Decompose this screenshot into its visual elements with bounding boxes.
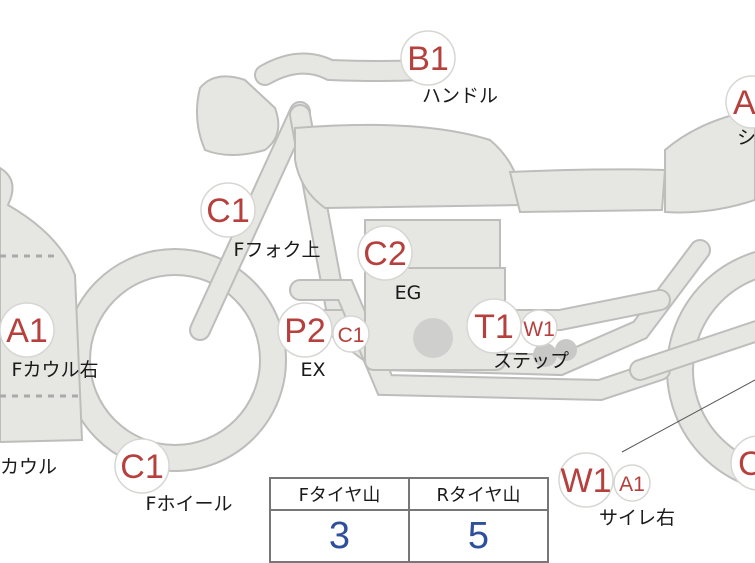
svg-text:C: C <box>738 445 755 483</box>
rear-tire-value: 5 <box>408 509 549 563</box>
svg-text:Fホイール: Fホイール <box>146 493 233 515</box>
marker-exhaust: P2 C1 EX <box>277 302 370 381</box>
svg-text:C2: C2 <box>363 235 406 273</box>
step-peg <box>533 343 557 367</box>
marker-silencer-right: W1 A1 サイレ右 <box>558 452 675 529</box>
svg-text:ハンドル: ハンドル <box>422 85 498 107</box>
marker-cowl-left: カウル <box>0 456 57 478</box>
marker-seat: A シ <box>725 75 755 149</box>
svg-text:P2: P2 <box>284 312 326 350</box>
tire-tread-table: Fタイヤ山 Rタイヤ山 3 5 <box>269 477 549 563</box>
svg-text:A1: A1 <box>619 473 645 496</box>
engine-cover <box>413 318 453 358</box>
svg-text:カウル: カウル <box>0 456 57 478</box>
headlight <box>196 75 280 156</box>
rear-tire-header: Rタイヤ山 <box>408 477 549 511</box>
marker-fork-upper: C1 Fフォク上 <box>200 182 321 261</box>
svg-text:C1: C1 <box>338 324 365 347</box>
svg-text:シ: シ <box>737 127 755 149</box>
svg-text:B1: B1 <box>407 40 449 78</box>
svg-text:C1: C1 <box>120 448 163 486</box>
front-tire-value: 3 <box>269 509 410 563</box>
front-cowl <box>0 166 84 444</box>
marker-handle: B1 ハンドル <box>400 30 498 107</box>
svg-text:ステップ: ステップ <box>493 350 569 372</box>
tail-cowl <box>664 108 755 214</box>
svg-text:W1: W1 <box>561 462 612 500</box>
marker-engine: C2 EG <box>357 225 422 304</box>
fuel-tank <box>294 123 524 210</box>
svg-text:EG: EG <box>395 282 422 304</box>
svg-text:Fカウル右: Fカウル右 <box>12 359 99 381</box>
svg-text:A: A <box>733 84 755 122</box>
marker-fcowl-right: A1 Fカウル右 <box>0 302 99 381</box>
marker-front-wheel: C1 Fホイール <box>114 438 233 515</box>
marker-rear-edge: C <box>730 435 755 491</box>
svg-text:Fフォク上: Fフォク上 <box>234 239 321 261</box>
svg-text:EX: EX <box>300 359 325 381</box>
seat <box>508 168 667 214</box>
front-tire-header: Fタイヤ山 <box>269 477 410 511</box>
svg-text:T1: T1 <box>474 308 514 346</box>
motorcycle-silhouette <box>0 52 755 489</box>
svg-text:A1: A1 <box>6 312 48 350</box>
svg-text:C1: C1 <box>206 192 249 230</box>
svg-text:サイレ右: サイレ右 <box>599 507 675 529</box>
svg-text:W1: W1 <box>523 318 555 341</box>
marker-step: T1 W1 ステップ <box>466 298 569 372</box>
